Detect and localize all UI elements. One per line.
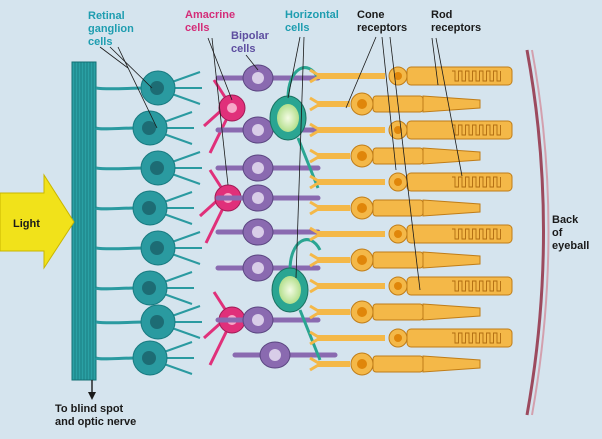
- cone-label: Cone receptors: [357, 9, 407, 34]
- rod-receptor: [309, 120, 513, 140]
- bipolar-cell: [215, 154, 321, 182]
- amacrine-cell: [202, 79, 246, 154]
- bipolar-cell: [215, 64, 321, 92]
- cone-receptor: [309, 196, 481, 220]
- ganglion-cell: [95, 230, 202, 266]
- horizontal-label: Horizontal cells: [285, 9, 342, 34]
- ganglion-cell-layer: [95, 70, 202, 376]
- cell-labels: Retinal ganglion cells Amacrine cells Bi…: [55, 9, 589, 428]
- ganglion-cell: [95, 340, 194, 376]
- ganglion-cell: [95, 190, 194, 226]
- ganglion-cell: [95, 70, 202, 106]
- bipolar-cell: [215, 254, 321, 282]
- optic-nerve-fibers: [71, 61, 97, 381]
- amacrine-label: Amacrine cells: [185, 9, 238, 34]
- bipolar-cell: [215, 218, 321, 246]
- ganglion-cell: [95, 270, 194, 306]
- rod-receptor: [309, 276, 513, 296]
- eyeball-wall: [525, 49, 550, 416]
- label-pointers: [99, 36, 463, 291]
- rod-receptor: [309, 328, 513, 348]
- rod-receptor: [309, 66, 513, 86]
- cone-receptor: [309, 92, 481, 116]
- cone-receptor: [309, 352, 481, 376]
- light-arrow: Light: [0, 173, 75, 270]
- cone-receptor: [309, 144, 481, 168]
- blind-spot-label: To blind spot and optic nerve: [55, 403, 136, 428]
- bipolar-cell: [232, 341, 338, 369]
- amacrine-cell: [198, 169, 242, 244]
- bipolar-cell: [215, 306, 321, 334]
- photoreceptor-layer: [309, 66, 513, 376]
- cone-receptor: [309, 248, 481, 272]
- bipolar-cell: [215, 184, 321, 212]
- horizontal-cell-layer: [269, 66, 322, 361]
- light-label: Light: [13, 218, 40, 230]
- retinal-ganglion-label: Retinal ganglion cells: [88, 10, 137, 48]
- ganglion-cell: [95, 110, 194, 146]
- blind-spot-arrow: [88, 380, 96, 400]
- ganglion-cell: [95, 304, 202, 340]
- back-of-eyeball-label: Back of eyeball: [552, 214, 589, 252]
- horizontal-cell: [271, 238, 322, 361]
- rod-label: Rod receptors: [431, 9, 481, 34]
- rod-receptor: [309, 224, 513, 244]
- bipolar-label: Bipolar cells: [231, 30, 272, 55]
- ganglion-cell: [95, 150, 202, 186]
- cone-receptor: [309, 300, 481, 324]
- rod-receptor: [309, 172, 513, 192]
